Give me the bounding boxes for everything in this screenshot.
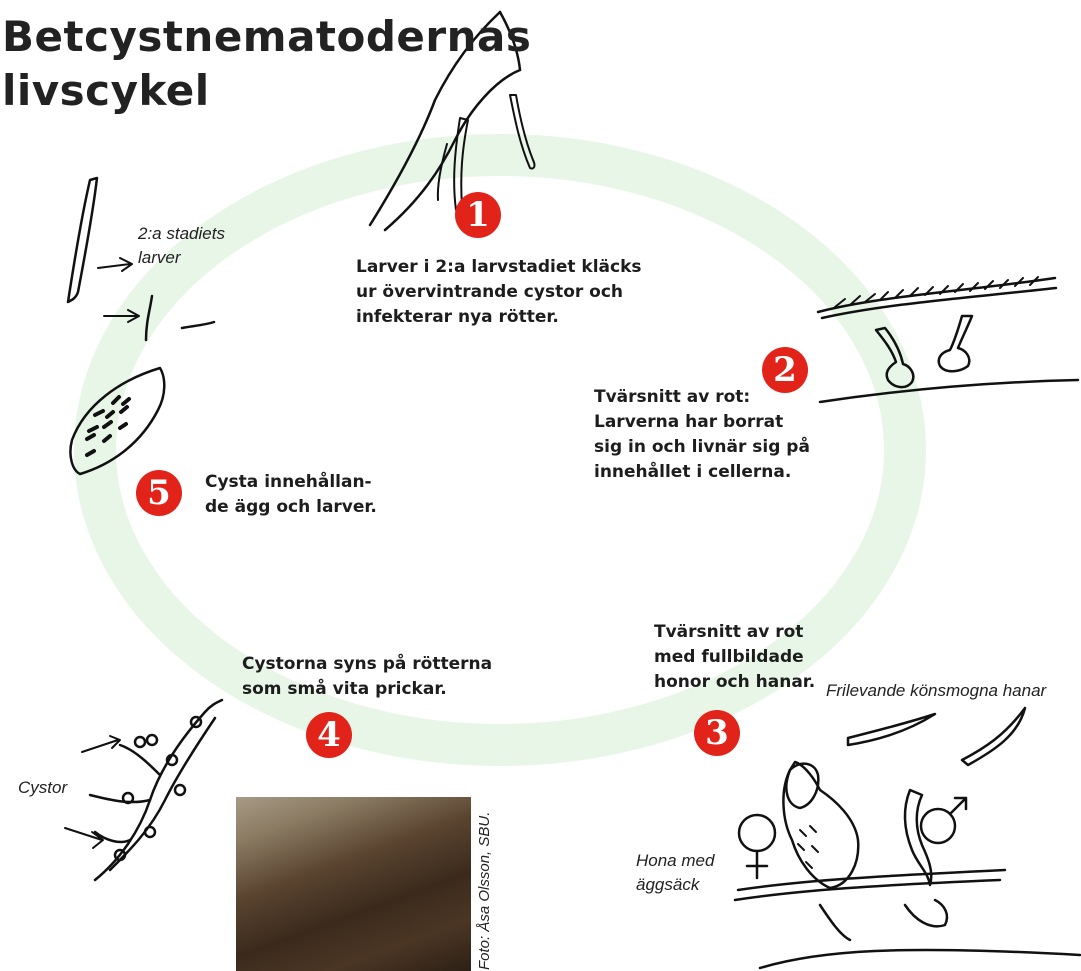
- female-label-line: äggsäck: [636, 873, 714, 897]
- photo-credit: Foto: Åsa Olsson, SBU.: [474, 800, 500, 970]
- step-4-caption: Cystorna syns på rötterna som små vita p…: [242, 652, 502, 702]
- step-5-badge: 5: [136, 470, 182, 516]
- step-1-caption-line: Larver i 2:a larvstadiet kläcks: [356, 255, 656, 280]
- step-1-badge: 1: [455, 192, 501, 238]
- female-symbol-icon: [739, 815, 775, 878]
- step-5-caption-line: de ägg och larver.: [205, 495, 405, 520]
- step-2-caption-line: sig in och livnär sig på: [594, 435, 834, 460]
- step-3-caption-line: honor och hanar.: [654, 670, 834, 695]
- photo-credit-text: Foto: Åsa Olsson, SBU.: [476, 812, 493, 970]
- step-5-caption-line: Cysta innehållan-: [205, 470, 405, 495]
- title-line-1: Betcystnematodernas: [2, 10, 531, 64]
- step-2-caption-line: Tvärsnitt av rot:: [594, 385, 834, 410]
- root-with-cysts-drawing: [65, 700, 222, 880]
- title-line-2: livscykel: [2, 64, 531, 118]
- female-label-line: Hona med: [636, 849, 714, 873]
- step-4-caption-line: som små vita prickar.: [242, 677, 502, 702]
- stage2-larvae-label: 2:a stadiets larver: [138, 222, 225, 270]
- root-cross-section-drawing: [818, 277, 1078, 402]
- step-3-caption-line: Tvärsnitt av rot: [654, 620, 834, 645]
- step-3-caption-line: med fullbildade: [654, 645, 834, 670]
- step-1-caption-line: infekterar nya rötter.: [356, 305, 656, 330]
- stage2-larvae-label-line: 2:a stadiets: [138, 222, 225, 246]
- step-2-caption: Tvärsnitt av rot: Larverna har borrat si…: [594, 385, 834, 485]
- adult-nematodes-drawing: [735, 708, 1080, 968]
- root-photo: [236, 797, 471, 971]
- step-3-caption: Tvärsnitt av rot med fullbildade honor o…: [654, 620, 834, 695]
- free-males-label: Frilevande könsmogna hanar: [826, 679, 1046, 703]
- step-2-caption-line: innehållet i cellerna.: [594, 460, 834, 485]
- step-3-badge: 3: [694, 710, 740, 756]
- male-symbol-icon: [921, 798, 966, 843]
- cysts-label: Cystor: [18, 776, 67, 800]
- female-label: Hona med äggsäck: [636, 849, 714, 897]
- step-1-caption-line: ur övervintrande cystor och: [356, 280, 656, 305]
- step-4-badge: 4: [306, 712, 352, 758]
- step-5-caption: Cysta innehållan- de ägg och larver.: [205, 470, 405, 520]
- stage2-larvae-label-line: larver: [138, 246, 225, 270]
- step-2-caption-line: Larverna har borrat: [594, 410, 834, 435]
- step-4-caption-line: Cystorna syns på rötterna: [242, 652, 502, 677]
- diagram-title: Betcystnematodernas livscykel: [2, 10, 531, 118]
- step-1-caption: Larver i 2:a larvstadiet kläcks ur överv…: [356, 255, 656, 330]
